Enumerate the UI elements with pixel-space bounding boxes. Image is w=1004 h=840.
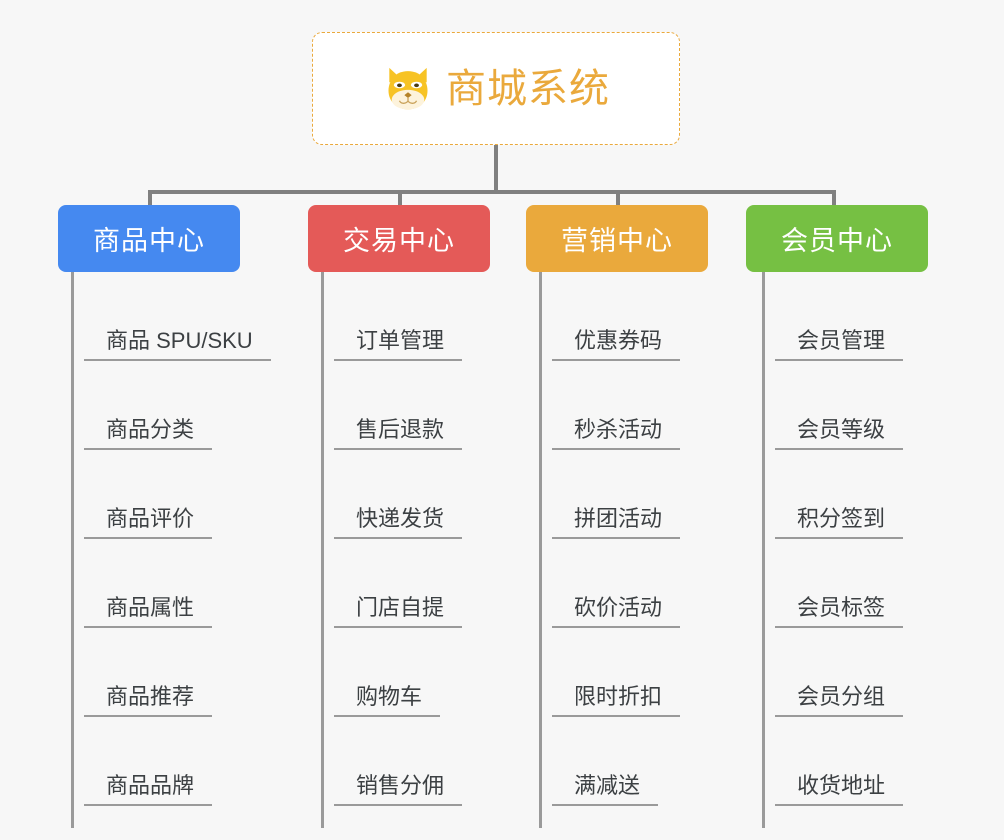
leaf-label: 满减送 (574, 772, 641, 798)
leaf-label: 购物车 (356, 683, 423, 709)
branch-spine-3 (539, 272, 542, 828)
leaf-label: 商品评价 (106, 505, 195, 531)
leaf-label: 商品属性 (106, 594, 195, 620)
leaf-label: 砍价活动 (574, 594, 663, 620)
category-label-3: 营销中心 (561, 226, 673, 256)
category-label-1: 商品中心 (93, 226, 205, 256)
category-box-1[interactable]: 商品中心 (58, 205, 240, 272)
leaf-label: 积分签到 (797, 505, 886, 531)
branch-spine-1 (71, 272, 74, 828)
branch-spine-4 (762, 272, 765, 828)
leaf-label: 拼团活动 (574, 505, 663, 531)
category-box-3[interactable]: 营销中心 (526, 205, 708, 272)
leaf-label: 限时折扣 (574, 683, 663, 709)
connector-drop-4 (832, 190, 836, 208)
leaf-label: 收货地址 (797, 772, 886, 798)
leaf-label: 订单管理 (356, 327, 445, 353)
leaf-label: 售后退款 (356, 416, 445, 442)
category-label-2: 交易中心 (343, 226, 455, 256)
connector-drop-3 (616, 190, 620, 208)
leaf-label: 会员分组 (797, 683, 886, 709)
root-node-shop-system[interactable]: 商城系统 (312, 32, 680, 145)
leaf-label: 商品推荐 (106, 683, 195, 709)
connector-horizontal-bus (148, 190, 836, 194)
leaf-label: 优惠券码 (574, 327, 663, 353)
category-box-4[interactable]: 会员中心 (746, 205, 928, 272)
leaf-label: 商品分类 (106, 416, 195, 442)
leaf-label: 商品 SPU/SKU (106, 327, 253, 353)
leaf-label: 商品品牌 (106, 772, 195, 798)
shiba-dog-face-icon (388, 67, 428, 109)
leaf-label: 销售分佣 (356, 772, 445, 798)
leaf-label: 快递发货 (356, 505, 445, 531)
category-box-2[interactable]: 交易中心 (308, 205, 490, 272)
root-node-title: 商城系统 (446, 66, 610, 111)
leaf-label: 会员管理 (797, 327, 886, 353)
connector-drop-2 (398, 190, 402, 208)
leaf-label: 门店自提 (356, 594, 445, 620)
connector-drop-1 (148, 190, 152, 208)
leaf-label: 会员标签 (797, 594, 886, 620)
connector-root-stem (494, 145, 498, 194)
category-label-4: 会员中心 (781, 226, 893, 256)
branch-spine-2 (321, 272, 324, 828)
leaf-label: 秒杀活动 (574, 416, 663, 442)
leaf-label: 会员等级 (797, 416, 886, 442)
